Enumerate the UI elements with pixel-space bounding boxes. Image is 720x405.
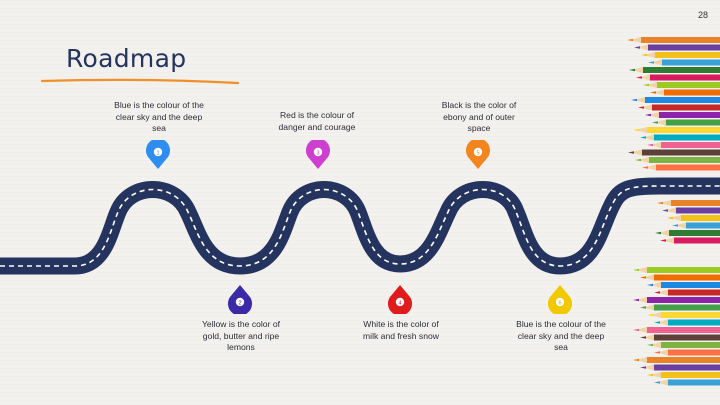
pencil-shape (654, 289, 720, 296)
pencil-shape (636, 74, 720, 81)
pencil-shape (652, 119, 720, 126)
milestone-6-caption: Blue is the colour of the clear sky and … (516, 319, 606, 352)
pencil-shape (631, 97, 720, 103)
pencil-shape (634, 44, 720, 51)
milestone-4-caption: White is the color of milk and fresh sno… (363, 319, 439, 341)
pencil-shape (650, 89, 720, 96)
pencil-shape (647, 372, 720, 378)
pencil-shape (648, 59, 720, 66)
pencil-shape (654, 379, 720, 386)
pencil-shape (667, 215, 720, 221)
pin-3-number: 3 (316, 150, 319, 156)
pencil-shape (633, 297, 720, 303)
pencil-shape (635, 157, 720, 163)
pencil-shape (641, 52, 720, 58)
pencil-shape (629, 67, 720, 73)
map-pin-6-icon: 6 (548, 285, 572, 314)
pencil-shape (640, 274, 720, 281)
pencil-shape (654, 349, 720, 356)
page-title: Roadmap (66, 44, 187, 73)
pencil-shape (672, 222, 720, 229)
pencil-shape (647, 282, 720, 288)
milestone-1-caption: Blue is the colour of the clear sky and … (114, 100, 204, 133)
milestone-2-caption: Yellow is the color of gold, butter and … (201, 319, 281, 352)
pencil-shape (633, 127, 720, 133)
pencil-shape (633, 327, 720, 333)
pencil-shape (660, 237, 720, 244)
pencil-shape (640, 334, 720, 341)
colored-pencils-decoration (627, 37, 720, 386)
title-underline (40, 78, 240, 85)
pencil-shape (645, 112, 720, 118)
pencil-shape (627, 37, 720, 43)
pencil-shape (628, 149, 720, 156)
pencil-shape (640, 304, 720, 311)
pencil-shape (655, 230, 720, 236)
pencil-shape (654, 319, 720, 326)
pencil-shape (642, 164, 720, 171)
pin-2-number: 2 (238, 300, 241, 306)
pin-4-number: 4 (398, 300, 401, 306)
pencil-shape (638, 104, 720, 111)
pin-1-number: 1 (156, 150, 159, 156)
pencil-shape (647, 142, 720, 148)
map-pin-4-icon: 4 (388, 285, 412, 314)
pencil-shape (633, 357, 720, 363)
map-pin-2-icon: 2 (228, 285, 252, 314)
milestone-5-caption: Black is the color of ebony and of outer… (441, 100, 517, 133)
pencil-shape (647, 342, 720, 348)
pin-5-number: 5 (476, 150, 479, 156)
pencil-shape (657, 200, 720, 206)
pin-6-number: 6 (558, 300, 561, 306)
pencil-shape (640, 134, 720, 141)
map-pin-3-icon: 3 (306, 140, 330, 169)
pencil-shape (633, 267, 720, 273)
page-number: 28 (697, 10, 708, 20)
milestone-3-caption: Red is the colour of danger and courage (278, 110, 356, 132)
map-pin-5-icon: 5 (466, 140, 490, 169)
pencil-shape (662, 207, 720, 214)
pencil-shape (643, 82, 720, 88)
map-pin-1-icon: 1 (146, 140, 170, 169)
pencil-shape (647, 312, 720, 318)
pencil-shape (640, 364, 720, 371)
